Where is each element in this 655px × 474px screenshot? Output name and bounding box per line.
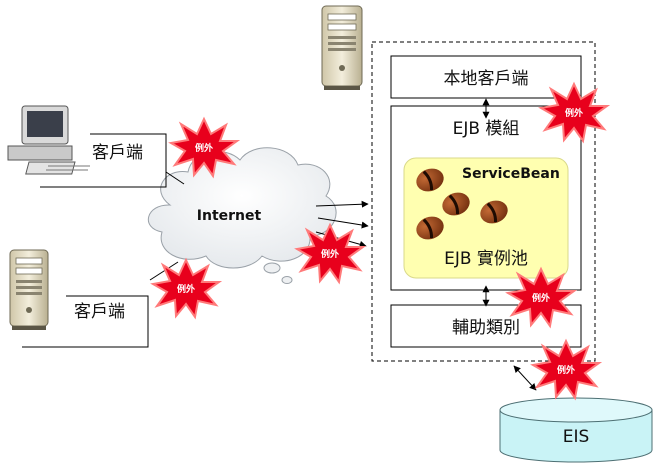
explosion-burst-icon: 例外: [170, 118, 238, 177]
arrow-server-to-eis: [513, 365, 537, 391]
exception-label: 例外: [195, 142, 213, 154]
desktop-computer-icon: [7, 105, 90, 175]
eis-label: EIS: [563, 427, 590, 447]
exception-label: 例外: [565, 107, 583, 119]
coffee-bean-icon: [442, 192, 470, 216]
explosion-burst-icon: 例外: [532, 340, 600, 399]
local-client-box: [390, 55, 582, 99]
internet-label: Internet: [197, 208, 262, 224]
top-client-frame: [40, 133, 167, 188]
arrow-internet-to-server-1: [315, 200, 369, 208]
explosion-burst-icon: 例外: [296, 224, 364, 283]
explosion-burst-icon: 例外: [507, 268, 575, 327]
bottom-client-label: 客戶端: [74, 302, 125, 322]
top-client-label: 客戶端: [92, 143, 143, 163]
service-bean-label: ServiceBean: [462, 166, 560, 182]
explosion-burst-icon: 例外: [152, 259, 220, 318]
cloud-icon: Internet: [147, 147, 337, 284]
connector-top-client-cloud: [165, 171, 185, 185]
arrow-internet-to-server-2: [317, 217, 369, 229]
coffee-bean-icon: [480, 200, 508, 224]
connector-bottom-client-cloud: [149, 261, 179, 281]
ejb-module-label: EJB 模組: [453, 119, 520, 139]
bottom-client-frame: [22, 295, 149, 348]
exception-label: 例外: [557, 364, 575, 376]
ejb-pool-label: EJB 實例池: [444, 249, 528, 269]
app-server-boundary: [371, 41, 596, 362]
server-tower-icon: [321, 5, 363, 90]
explosion-burst-icon: 例外: [540, 83, 608, 142]
coffee-bean-icon: [416, 216, 444, 240]
local-client-label: 本地客戶端: [444, 69, 529, 89]
exception-label: 例外: [532, 292, 550, 304]
exception-label: 例外: [177, 283, 195, 295]
server-tower-icon: [9, 249, 49, 330]
helper-class-label: 輔助類別: [452, 318, 520, 338]
eis-database: EIS: [499, 397, 653, 463]
exception-label: 例外: [321, 248, 339, 260]
coffee-bean-icon: [416, 168, 444, 192]
